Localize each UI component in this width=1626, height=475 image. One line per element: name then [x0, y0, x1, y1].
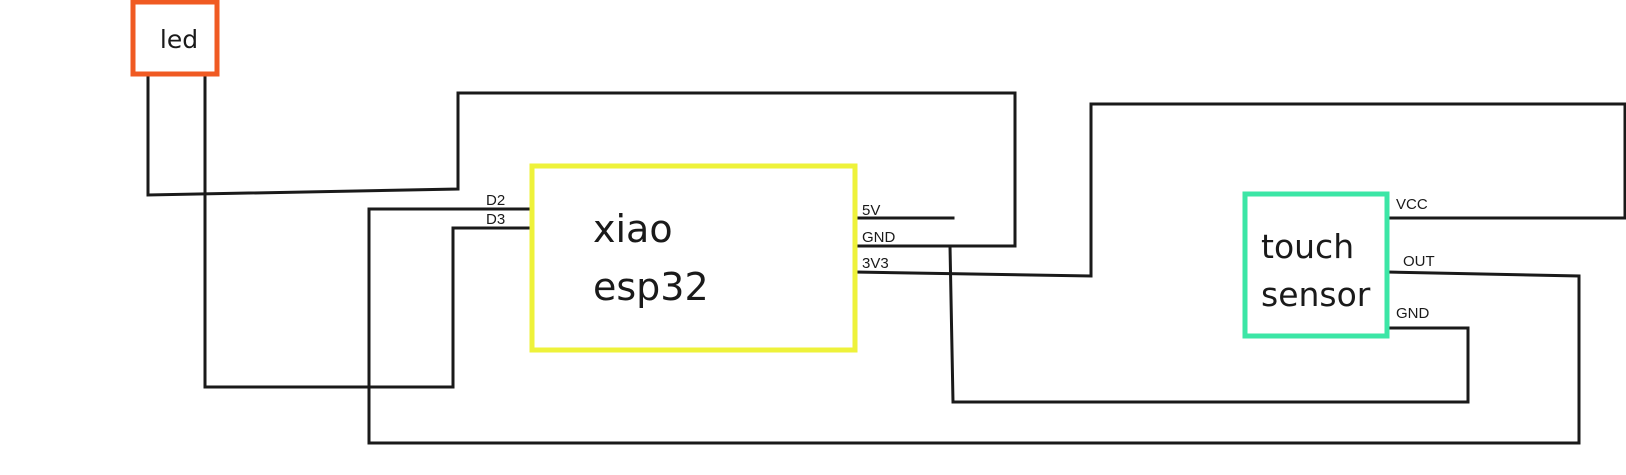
- wire-d2-to-sensor-out: [367, 207, 1581, 445]
- sensor-box: [1242, 191, 1390, 339]
- mcu-component: xiao esp32 D2 D3 5V GND 3V3: [486, 163, 896, 353]
- pin-label-5v: 5V: [862, 202, 880, 219]
- led-component: led: [130, 0, 220, 77]
- pin-label-d3: D3: [486, 211, 505, 228]
- led-box: [130, 0, 220, 77]
- wire-gnd-to-sensor-gnd: [948, 244, 1470, 404]
- pin-label-out: OUT: [1403, 253, 1435, 270]
- wires: [146, 73, 1626, 445]
- sensor-label-line1: touch: [1261, 227, 1354, 266]
- sensor-label-line2: sensor: [1261, 275, 1371, 314]
- pin-label-sensor-gnd: GND: [1396, 305, 1430, 322]
- pin-label-gnd: GND: [862, 229, 896, 246]
- led-label: led: [160, 25, 198, 54]
- mcu-label-line1: xiao: [593, 207, 673, 251]
- mcu-label-line2: esp32: [593, 265, 709, 309]
- pin-label-vcc: VCC: [1396, 196, 1428, 213]
- wire-3v3-to-sensor-vcc: [853, 102, 1626, 278]
- pin-label-d2: D2: [486, 192, 505, 209]
- sensor-component: touch sensor VCC OUT GND: [1242, 191, 1435, 339]
- pin-label-3v3: 3V3: [862, 255, 889, 272]
- wire-led-to-d3: [203, 73, 532, 389]
- wire-led-to-gnd: [146, 73, 1017, 248]
- mcu-box: [529, 163, 858, 353]
